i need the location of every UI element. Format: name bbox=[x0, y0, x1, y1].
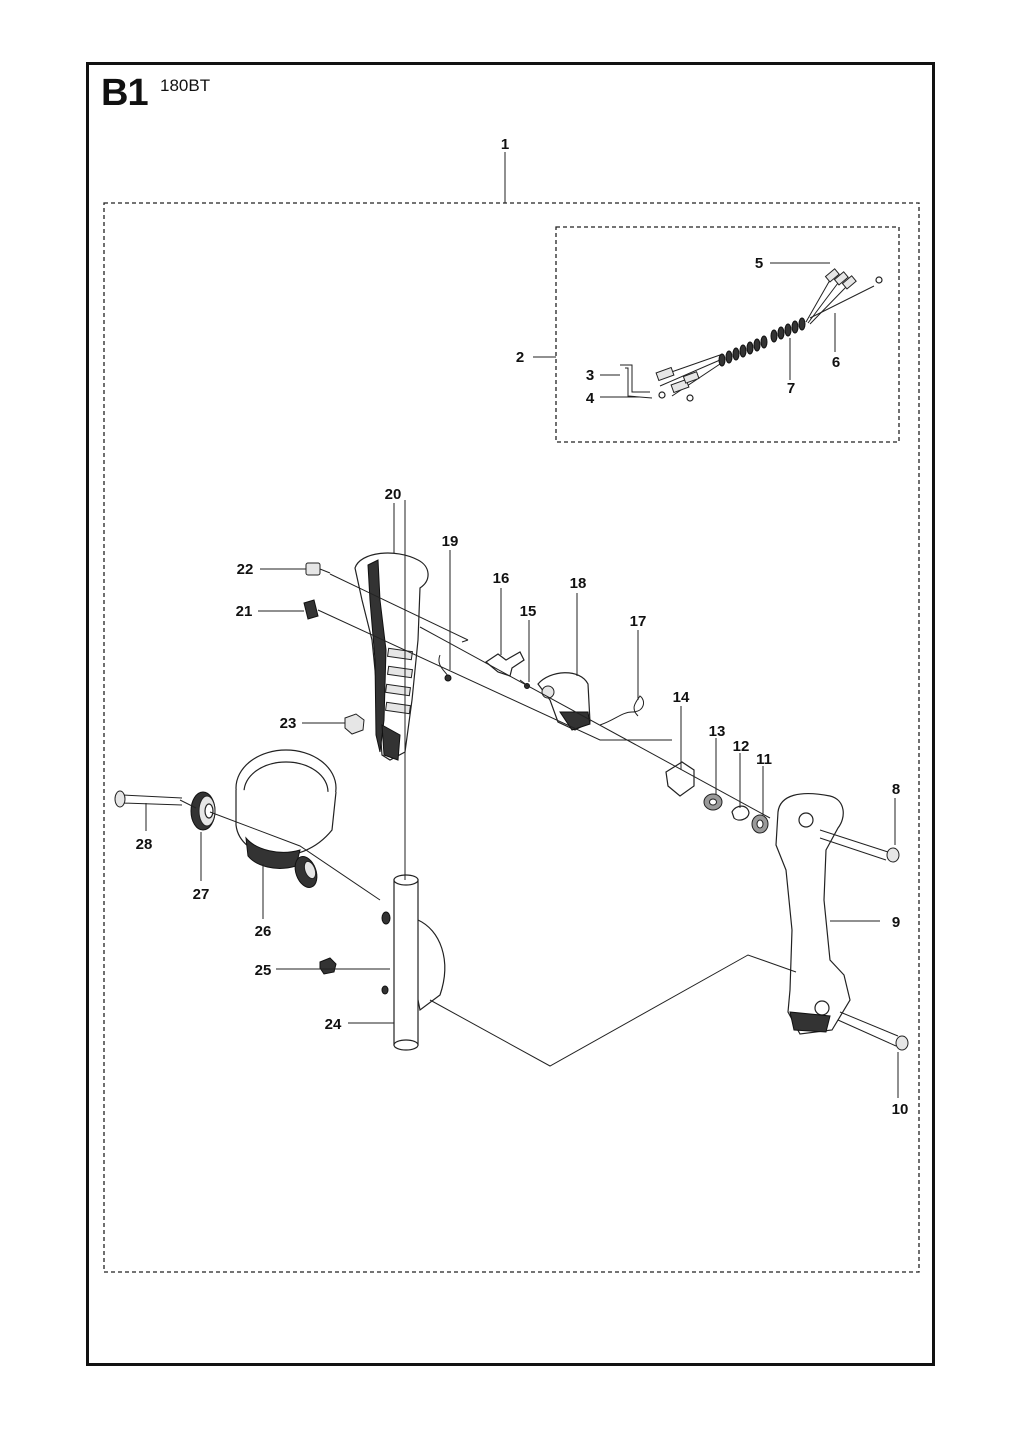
part-label-24: 24 bbox=[325, 1016, 342, 1033]
bolt-8 bbox=[819, 829, 900, 863]
part-label-22: 22 bbox=[237, 561, 254, 578]
nut-11-hole bbox=[756, 819, 764, 829]
part-label-7: 7 bbox=[787, 380, 795, 397]
part-label-21: 21 bbox=[236, 603, 253, 620]
trigger-18 bbox=[537, 672, 591, 731]
part-label-20: 20 bbox=[385, 486, 402, 503]
part-label-3: 3 bbox=[586, 367, 594, 384]
wiring-subassembly-boundary bbox=[555, 226, 900, 443]
part-label-17: 17 bbox=[630, 613, 647, 630]
nut-25 bbox=[319, 957, 337, 975]
part-label-23: 23 bbox=[280, 715, 297, 732]
tube-24 bbox=[381, 874, 446, 1051]
lever-16 bbox=[484, 651, 525, 677]
part-label-10: 10 bbox=[892, 1101, 909, 1118]
part-label-14: 14 bbox=[673, 689, 690, 706]
part-label-2: 2 bbox=[516, 349, 524, 366]
spring-17 bbox=[599, 695, 645, 726]
page-frame bbox=[86, 62, 935, 1366]
part-label-26: 26 bbox=[255, 923, 272, 940]
washer-12 bbox=[731, 805, 750, 821]
knob-27 bbox=[190, 791, 216, 831]
part-label-1: 1 bbox=[501, 136, 509, 153]
spring-19-end bbox=[444, 674, 452, 682]
part-labels: 1 2 3 4 5 6 7 8 9 10 11 12 13 14 15 16 1… bbox=[136, 136, 909, 1118]
part-label-18: 18 bbox=[570, 575, 587, 592]
part-label-4: 4 bbox=[586, 390, 595, 407]
assembly-lines bbox=[179, 500, 797, 1067]
stop-14 bbox=[665, 761, 695, 797]
part-label-15: 15 bbox=[520, 603, 537, 620]
nut-21 bbox=[303, 599, 319, 620]
assembly-boundary bbox=[103, 202, 920, 1273]
model-name: 180BT bbox=[160, 76, 211, 95]
part-label-27: 27 bbox=[193, 886, 210, 903]
screw-22 bbox=[305, 562, 331, 576]
part-label-9: 9 bbox=[892, 914, 900, 931]
bolt-28 bbox=[114, 790, 183, 808]
wiring-harness bbox=[620, 268, 883, 402]
part-label-13: 13 bbox=[709, 723, 726, 740]
spring-19 bbox=[438, 654, 449, 677]
rear-handle-9 bbox=[775, 793, 851, 1035]
part-label-11: 11 bbox=[756, 751, 772, 768]
part-label-12: 12 bbox=[733, 738, 750, 755]
part-label-5: 5 bbox=[755, 255, 763, 272]
bushing-13-hole bbox=[709, 798, 717, 806]
part-label-6: 6 bbox=[832, 354, 840, 371]
part-label-25: 25 bbox=[255, 962, 272, 979]
part-label-19: 19 bbox=[442, 533, 459, 550]
clamp-26 bbox=[235, 749, 337, 888]
diagram-code: B1 bbox=[101, 72, 149, 114]
bolt-10 bbox=[837, 1011, 909, 1051]
leader-lines bbox=[145, 152, 899, 1098]
part-label-16: 16 bbox=[493, 570, 510, 587]
part-label-8: 8 bbox=[892, 781, 900, 798]
throttle-handle-housing bbox=[354, 552, 429, 761]
nut-23 bbox=[344, 713, 365, 735]
part-label-28: 28 bbox=[136, 836, 153, 853]
